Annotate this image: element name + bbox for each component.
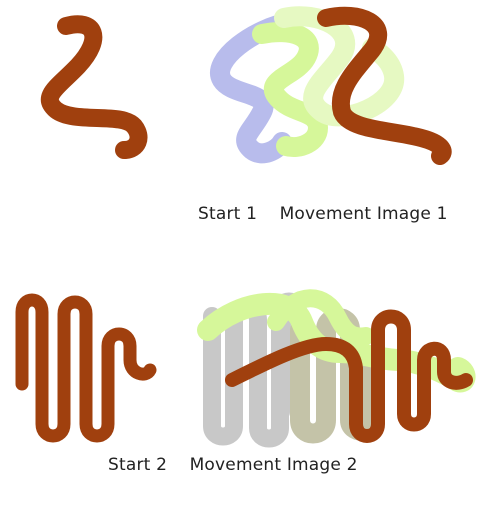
movement-image-2-panel — [208, 298, 466, 438]
start-1-worm — [50, 24, 139, 150]
movement-image-1-panel — [220, 16, 443, 156]
caption-start-2-movement-image-2: Start 2 Movement Image 2 — [108, 455, 358, 475]
start-1-panel — [50, 24, 139, 150]
start-2-panel — [22, 300, 150, 436]
start-2-worm — [22, 300, 150, 436]
caption-start-1-movement-image-1: Start 1 Movement Image 1 — [198, 204, 448, 224]
